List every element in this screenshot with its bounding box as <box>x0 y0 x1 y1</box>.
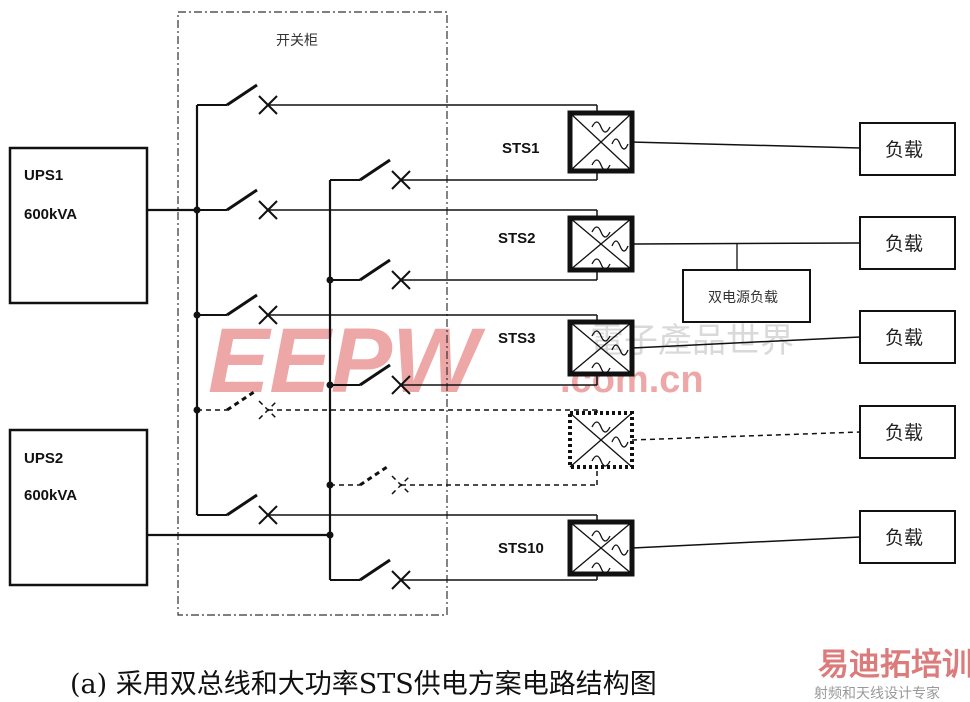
load-5-label: 负载 <box>885 527 923 549</box>
ups2-name: UPS2 <box>24 450 63 467</box>
sts-switch-symbol <box>567 215 635 273</box>
breaker-bus-a-1 <box>197 83 597 115</box>
training-logo-text: 易迪拓培训 <box>818 647 970 682</box>
eepw-watermark: EEPW .com.cn 電子產品世界 <box>208 310 794 412</box>
sts1-label: STS1 <box>502 140 540 157</box>
load-2-label: 负载 <box>885 233 923 255</box>
breaker-bus-b-1 <box>330 158 597 190</box>
breaker-switches <box>197 83 598 590</box>
sts-output-line <box>631 336 861 349</box>
sts-switch-symbol <box>567 110 635 174</box>
load-1-label: 负载 <box>885 139 923 161</box>
ups1-box <box>8 146 149 305</box>
figure-caption: (a) 采用双总线和大功率STS供电方案电路结构图 <box>70 669 657 700</box>
breaker-bus-a-2 <box>197 188 597 220</box>
sts-switch-symbol <box>567 519 635 577</box>
breaker-bus-b-3 <box>330 363 597 395</box>
breaker-bus-a-3 <box>197 293 597 325</box>
breaker-bus-b-2 <box>330 258 597 290</box>
ups1-name: UPS1 <box>24 167 63 184</box>
sts-output-line <box>631 141 861 149</box>
sts-units <box>567 110 861 577</box>
breaker-bus-b-5 <box>330 558 597 590</box>
breaker-bus-a-4 <box>197 388 597 420</box>
training-watermark: 易迪拓培训 射频和天线设计专家 <box>814 647 970 702</box>
cabinet-label: 开关柜 <box>276 33 318 49</box>
breaker-bus-b-4 <box>330 463 597 495</box>
sts-switch-symbol <box>568 411 634 469</box>
ups2-rating: 600kVA <box>24 487 77 504</box>
sts10-label: STS10 <box>498 540 544 557</box>
sts-output-line <box>631 242 861 245</box>
dual-source-load-label: 双电源负载 <box>708 290 778 306</box>
training-subtitle: 射频和天线设计专家 <box>814 685 940 702</box>
ups2-box <box>8 428 149 587</box>
breaker-bus-a-5 <box>197 493 597 525</box>
ups1-rating: 600kVA <box>24 206 77 223</box>
eepw-chinese-text: 電子產品世界 <box>590 321 794 361</box>
sts3-label: STS3 <box>498 330 536 347</box>
load-3-label: 负载 <box>885 327 923 349</box>
sts-output-line <box>631 431 861 441</box>
load-boxes <box>682 122 956 564</box>
sts2-label: STS2 <box>498 230 536 247</box>
bus-lines <box>147 105 332 580</box>
load-4-label: 负载 <box>885 422 923 444</box>
sts-output-line <box>631 536 861 549</box>
switchgear-cabinet-outline <box>177 11 448 616</box>
eepw-logo-text: EEPW <box>208 310 486 412</box>
